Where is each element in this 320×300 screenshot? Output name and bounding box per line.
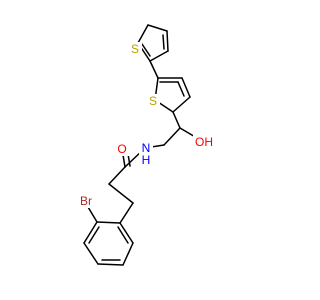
double-bond-inner [117,226,129,244]
bond [122,242,134,266]
double-bond-inner [177,81,185,97]
bond [149,50,169,62]
bond [83,242,99,265]
bromine-atom-label: Br [80,194,92,208]
sulfur-atom-label: S [131,42,139,56]
benzene-ring [83,221,134,266]
sulfur-atom-label: S [149,94,157,108]
double-bond-inner [162,34,165,50]
bond [119,222,134,244]
double-bond-inner [141,43,151,57]
bond [172,96,191,113]
bond-to-ring [119,202,134,224]
bond [172,111,181,129]
bond-to-br [87,206,98,223]
bond [163,127,181,146]
structure-diagram: S S OH N H O Br [80,24,213,266]
hydroxyl-label: OH [195,135,213,149]
oxygen-atom-label: O [117,142,126,156]
bond [96,221,121,224]
bond [97,263,124,266]
bond [137,24,149,44]
bond [108,166,126,185]
nitrogen-atom-label: N [142,141,151,155]
bond [147,24,168,32]
bond [166,30,169,52]
double-bond-inner [88,226,100,244]
molecule-canvas: S S OH N H O Br [80,24,213,266]
bond [181,77,191,98]
thiophene-ring-top [137,24,169,62]
bond [83,221,98,244]
thiophene-ring-middle [154,77,191,113]
nitrogen-hydrogen-label: H [142,153,151,167]
bond [108,183,134,204]
biaryl-bond [149,60,159,79]
